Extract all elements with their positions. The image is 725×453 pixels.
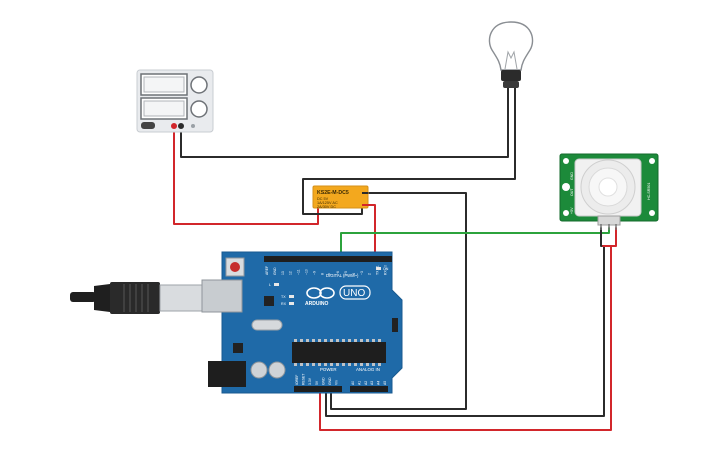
digital-header[interactable] <box>264 256 392 262</box>
led-tx-label: TX <box>281 295 286 299</box>
digital-pin-label: 2 <box>368 273 372 275</box>
power-label: POWER <box>320 367 337 372</box>
analog-pin-label: A1 <box>357 381 361 385</box>
digital-pin-label: AREF <box>265 266 269 275</box>
dc-power-jack[interactable] <box>208 361 246 387</box>
arduino-logo-text: ARDUINO <box>305 301 328 307</box>
led-rx-label: RX <box>281 302 287 306</box>
digital-pin-label: 7 <box>328 273 332 275</box>
wire-pir-vcc-2[interactable] <box>319 245 612 431</box>
digital-pin-label: 13 <box>281 271 285 275</box>
usb-cable[interactable] <box>70 282 203 314</box>
wire-relay-signal[interactable] <box>368 204 376 263</box>
power-pin-label: GND <box>321 377 325 385</box>
digital-pin-label: 8 <box>320 273 324 275</box>
digital-pin-label: RX←0 <box>384 265 388 275</box>
led-l-label: L <box>269 283 271 287</box>
power-supply[interactable] <box>136 69 214 133</box>
pir-sensor[interactable]: +5V OUT GND HC-SR501 <box>559 153 659 230</box>
pir-pin-label-vcc: +5V <box>570 207 574 214</box>
digital-pin-label: ~5 <box>344 271 348 275</box>
current-knob[interactable] <box>190 100 208 118</box>
analog-label: ANALOG IN <box>356 367 380 372</box>
analog-pin-label: A2 <box>364 381 368 385</box>
analog-header[interactable] <box>350 386 388 392</box>
pir-side-label: HC-SR501 <box>647 183 651 200</box>
reset-button[interactable] <box>230 262 240 272</box>
wire-pir-out[interactable] <box>340 227 610 263</box>
relay[interactable]: KS2E-M-DC5 DC 5V 1A/125V AC 2A/30V DC <box>312 185 369 209</box>
arduino-model-label: UNO <box>343 288 365 299</box>
digital-label: DIGITAL (PWM~) <box>326 273 359 278</box>
relay-spec-1: DC 5V <box>317 197 329 201</box>
power-pin-label: 5V <box>315 380 319 385</box>
relay-part-label: KS2E-M-DC5 <box>317 190 349 196</box>
digital-pin-labels: AREF GND 13 12 ~11 ~10~9 8 7 ~6 ~5 4 ~3 2 TX→1 RX←0 <box>265 265 388 275</box>
digital-pin-label: 12 <box>289 271 293 275</box>
voltage-knob[interactable] <box>190 76 208 94</box>
digital-pin-label: ~6 <box>336 271 340 275</box>
analog-pin-label: A0 <box>351 381 355 385</box>
analog-pin-label: A4 <box>377 381 381 385</box>
power-pin-label: 3.3V <box>308 377 312 385</box>
on-led-label: ON <box>383 267 389 271</box>
power-pin-label: RESET <box>302 374 306 385</box>
digital-pin-label: GND <box>273 267 277 275</box>
pir-pin-label-gnd: GND <box>570 172 574 180</box>
digital-pin-label: 4 <box>352 273 356 275</box>
light-bulb[interactable] <box>488 21 534 92</box>
wires <box>173 89 617 431</box>
analog-pin-label: A5 <box>383 381 387 385</box>
power-pin-label: GND <box>328 377 332 385</box>
wire-psu-negative[interactable] <box>180 89 509 158</box>
power-pin-label: IOREF <box>295 375 299 385</box>
digital-pin-label: TX→1 <box>376 265 380 275</box>
digital-pin-label: ~11 <box>297 269 301 275</box>
pir-pin-label-out: OUT <box>570 188 574 196</box>
digital-pin-label: ~3 <box>360 271 364 275</box>
analog-pin-label: A3 <box>370 381 374 385</box>
power-switch[interactable] <box>141 122 155 129</box>
wire-bulb-to-relay[interactable] <box>302 89 516 215</box>
arduino-uno-board[interactable]: ARDUINO UNO DIGITAL (PWM~) POWER ANALOG … <box>201 251 403 394</box>
atmega-chip <box>292 342 386 363</box>
arduino-logo: ARDUINO <box>305 287 335 307</box>
digital-pin-label: ~9 <box>312 271 316 275</box>
relay-spec-2: 1A/125V AC <box>317 201 338 205</box>
usb-jack[interactable] <box>201 279 243 313</box>
wire-relay-gnd[interactable] <box>330 192 467 410</box>
power-header[interactable] <box>294 386 342 392</box>
relay-spec-3: 2A/30V DC <box>317 205 336 209</box>
power-pin-label: Vin <box>335 380 339 385</box>
digital-pin-label: ~10 <box>305 269 309 275</box>
wire-pir-vcc[interactable] <box>602 227 617 247</box>
wire-psu-positive[interactable] <box>173 125 319 225</box>
wire-pir-gnd[interactable] <box>325 227 605 417</box>
